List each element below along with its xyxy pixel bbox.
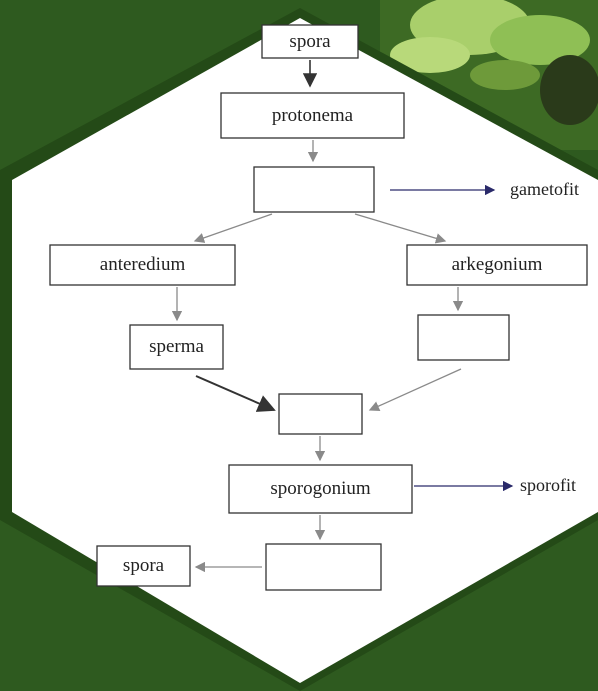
box-spora-bottom <box>96 545 191 587</box>
box-arkegonium <box>406 244 588 286</box>
box-blank-ovum <box>417 314 510 361</box>
hexagon-panel <box>12 18 598 683</box>
arrow-ovum-zigot <box>368 368 462 412</box>
arrow-blank-anteredium <box>193 213 273 243</box>
node-spora-bottom: spora <box>122 555 165 576</box>
node-blank-ovum[interactable] <box>418 315 509 360</box>
node-arkegonium: arkegonium <box>451 254 543 275</box>
arrow-sperma-zigot <box>195 375 276 412</box>
box-protonema <box>220 92 405 139</box>
node-blank-zigot[interactable] <box>279 394 362 434</box>
box-sperma <box>129 324 224 370</box>
node-sperma: sperma <box>149 336 204 357</box>
box-blank-zigot <box>278 393 363 435</box>
box-anteredium <box>49 244 236 286</box>
node-sporogonium: sporogonium <box>270 478 371 499</box>
node-blank-capsule[interactable] <box>266 544 381 590</box>
box-sporogonium <box>228 464 413 514</box>
box-blank-capsule <box>265 543 382 591</box>
label-sporofit: sporofit <box>520 475 576 495</box>
label-gametofit: gametofit <box>510 179 579 199</box>
node-spora-top: spora <box>289 30 331 52</box>
box-spora-top <box>261 24 359 59</box>
node-blank-gametofit[interactable] <box>254 167 374 212</box>
node-anteredium: anteredium <box>99 254 186 275</box>
arrow-blank-arkegonium <box>354 213 447 244</box>
box-blank-gametofit <box>253 166 375 213</box>
node-protonema: protonema <box>271 104 354 126</box>
